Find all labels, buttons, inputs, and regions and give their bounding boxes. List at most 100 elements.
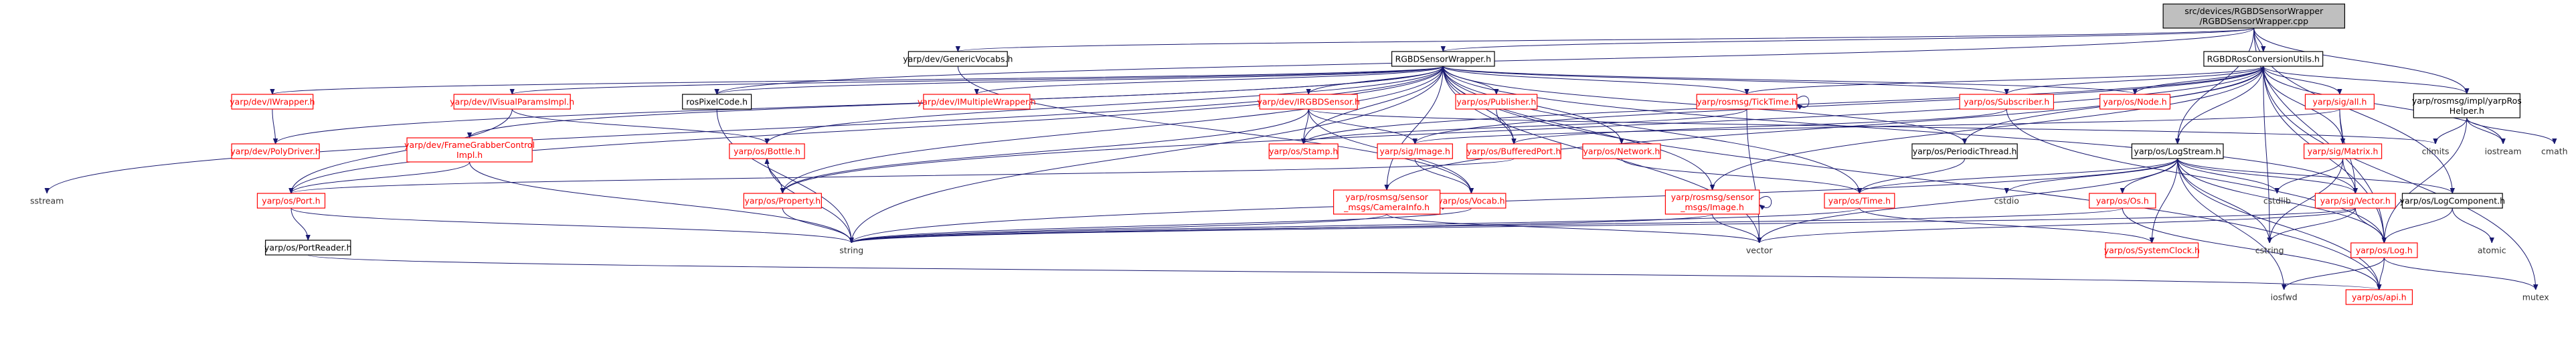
node-bport[interactable]: yarp/os/BufferedPort.h bbox=[1466, 143, 1561, 159]
node-box bbox=[1333, 189, 1441, 215]
node-rcu[interactable]: RGBDRosConversionUtils.h bbox=[2203, 51, 2324, 67]
node-port[interactable]: yarp/os/Port.h bbox=[256, 193, 326, 209]
edge-rcu-sub bbox=[2006, 66, 2264, 95]
node-box bbox=[1911, 143, 2018, 159]
edge-tick-tick bbox=[1797, 96, 1810, 108]
node-label: yarp/os/BufferedPort.h bbox=[1467, 147, 1561, 157]
node-bottle[interactable]: yarp/os/Bottle.h bbox=[729, 143, 805, 159]
node-root[interactable]: src/devices/RGBDSensorWrapper/RGBDSensor… bbox=[2162, 3, 2346, 29]
node-sigimg[interactable]: yarp/sig/Image.h bbox=[1377, 143, 1453, 159]
node-gv[interactable]: yarp/dev/GenericVocabs.h bbox=[903, 51, 1013, 67]
node-box bbox=[2413, 93, 2520, 118]
node-box bbox=[2401, 193, 2503, 209]
node-ynode[interactable]: yarp/os/Node.h bbox=[2099, 94, 2171, 110]
edge-rhelp-ylog bbox=[2384, 117, 2468, 243]
node-pthread[interactable]: yarp/os/PeriodicThread.h bbox=[1911, 143, 2018, 159]
node-tick[interactable]: yarp/rosmsg/TickTime.h bbox=[1696, 94, 1798, 110]
edge-prop-string bbox=[782, 207, 851, 244]
node-label: yarp/os/Subscriber.h bbox=[1964, 97, 2049, 107]
node-label: rosPixelCode.h bbox=[686, 97, 748, 107]
node-label: sstream bbox=[30, 196, 64, 206]
node-rospix[interactable]: rosPixelCode.h bbox=[682, 94, 752, 110]
node-imw[interactable]: yarp/dev/IMultipleWrapper.h bbox=[918, 94, 1036, 110]
node-sigvec[interactable]: yarp/sig/Vector.h bbox=[2314, 193, 2396, 209]
edge-ylog-mutex bbox=[2383, 257, 2535, 290]
node-api[interactable]: yarp/os/api.h bbox=[2345, 289, 2413, 305]
node-box bbox=[1259, 94, 1358, 110]
edge-sub-bport bbox=[1514, 108, 2007, 145]
node-label: yarp/os/Publisher.h bbox=[1456, 97, 1536, 107]
node-label: yarp/os/SystemClock.h bbox=[2104, 246, 2200, 256]
node-cstdio: cstdio bbox=[1994, 196, 2019, 206]
node-sub[interactable]: yarp/os/Subscriber.h bbox=[1959, 94, 2055, 110]
node-box bbox=[2131, 143, 2224, 159]
node-iwrap[interactable]: yarp/dev/IWrapper.h bbox=[230, 94, 315, 110]
node-box bbox=[2105, 242, 2199, 258]
node-label: yarp/dev/GenericVocabs.h bbox=[903, 54, 1013, 64]
node-string: string bbox=[839, 246, 863, 256]
node-sysclock[interactable]: yarp/os/SystemClock.h bbox=[2104, 242, 2200, 258]
node-box bbox=[265, 240, 351, 256]
node-label: yarp/rosmsg/sensor bbox=[1345, 192, 1428, 202]
edge-rsw-rospix bbox=[717, 66, 1444, 95]
node-matrix[interactable]: yarp/sig/Matrix.h bbox=[2304, 143, 2383, 159]
node-rimg[interactable]: yarp/rosmsg/sensor_msgs/Image.h bbox=[1664, 189, 1760, 215]
edge-root-rhelp bbox=[2253, 27, 2467, 94]
node-mutex: mutex bbox=[2522, 292, 2549, 302]
edge-rcu-mutex bbox=[2263, 66, 2536, 290]
node-poly[interactable]: yarp/dev/PolyDriver.h bbox=[230, 143, 321, 159]
edge-rsw-ynode bbox=[1442, 66, 2135, 95]
node-vocab[interactable]: yarp/os/Vocab.h bbox=[1436, 193, 1507, 209]
node-box bbox=[908, 51, 1008, 67]
node-label: yarp/dev/IWrapper.h bbox=[230, 97, 315, 107]
node-label: yarp/dev/IRGBDSensor.h bbox=[1257, 97, 1359, 107]
node-prop[interactable]: yarp/os/Property.h bbox=[743, 193, 822, 209]
edge-rhelp-climits bbox=[2435, 117, 2468, 145]
edge-rsw-bottle bbox=[767, 66, 1444, 144]
node-label: cstring bbox=[2255, 246, 2284, 256]
node-sigall[interactable]: yarp/sig/all.h bbox=[2304, 94, 2375, 110]
node-pub[interactable]: yarp/os/Publisher.h bbox=[1455, 94, 1538, 110]
node-caminfo[interactable]: yarp/rosmsg/sensor_msgs/CameraInfo.h bbox=[1333, 189, 1441, 215]
node-label: iostream bbox=[2485, 147, 2522, 157]
edge-irgbd-sigimg bbox=[1308, 108, 1415, 145]
node-label: yarp/os/LogStream.h bbox=[2134, 147, 2221, 157]
node-label: climits bbox=[2422, 147, 2450, 157]
node-irgbd[interactable]: yarp/dev/IRGBDSensor.h bbox=[1257, 94, 1360, 110]
node-box bbox=[453, 94, 571, 110]
edge-port-string bbox=[290, 207, 851, 244]
node-logstream[interactable]: yarp/os/LogStream.h bbox=[2131, 143, 2224, 159]
edge-net-ytime bbox=[1621, 158, 1859, 194]
edge-logstream-logcomp bbox=[2177, 158, 2453, 194]
node-ylog[interactable]: yarp/os/Log.h bbox=[2350, 242, 2418, 258]
edge-rsw-prop bbox=[782, 66, 1444, 193]
edge-root-rsw bbox=[1443, 27, 2255, 52]
edge-preader-api bbox=[307, 254, 2379, 290]
node-preader[interactable]: yarp/os/PortReader.h bbox=[264, 240, 352, 256]
edge-ytime-string bbox=[851, 207, 1860, 244]
node-box bbox=[1664, 189, 1760, 215]
edge-port-preader bbox=[290, 207, 308, 240]
node-yos[interactable]: yarp/os/Os.h bbox=[2089, 193, 2156, 209]
node-rsw[interactable]: RGBDSensorWrapper.h bbox=[1391, 51, 1495, 67]
edge-logstream-cstdio bbox=[2006, 158, 2178, 194]
node-label: yarp/rosmsg/impl/yarpRos bbox=[2412, 96, 2522, 106]
edge-logstream-iosfwd bbox=[2177, 158, 2284, 290]
node-box bbox=[743, 193, 822, 209]
node-ytime[interactable]: yarp/os/Time.h bbox=[1824, 193, 1895, 209]
node-label: _msgs/Image.h bbox=[1680, 202, 1744, 212]
node-logcomp[interactable]: yarp/os/LogComponent.h bbox=[2400, 193, 2506, 209]
node-ivis[interactable]: yarp/dev/IVisualParamsImpl.h bbox=[450, 94, 574, 110]
node-label: yarp/os/Network.h bbox=[1583, 147, 1660, 157]
edge-rsw-ivis bbox=[512, 66, 1444, 95]
edge-prop-bottle bbox=[767, 159, 783, 194]
node-box bbox=[231, 94, 314, 110]
node-label: yarp/os/Vocab.h bbox=[1438, 196, 1505, 206]
edge-fgc-string bbox=[469, 161, 852, 243]
edge-logstream-string bbox=[851, 158, 2178, 243]
node-net[interactable]: yarp/os/Network.h bbox=[1582, 143, 1661, 159]
node-stamp[interactable]: yarp/os/Stamp.h bbox=[1268, 143, 1339, 159]
